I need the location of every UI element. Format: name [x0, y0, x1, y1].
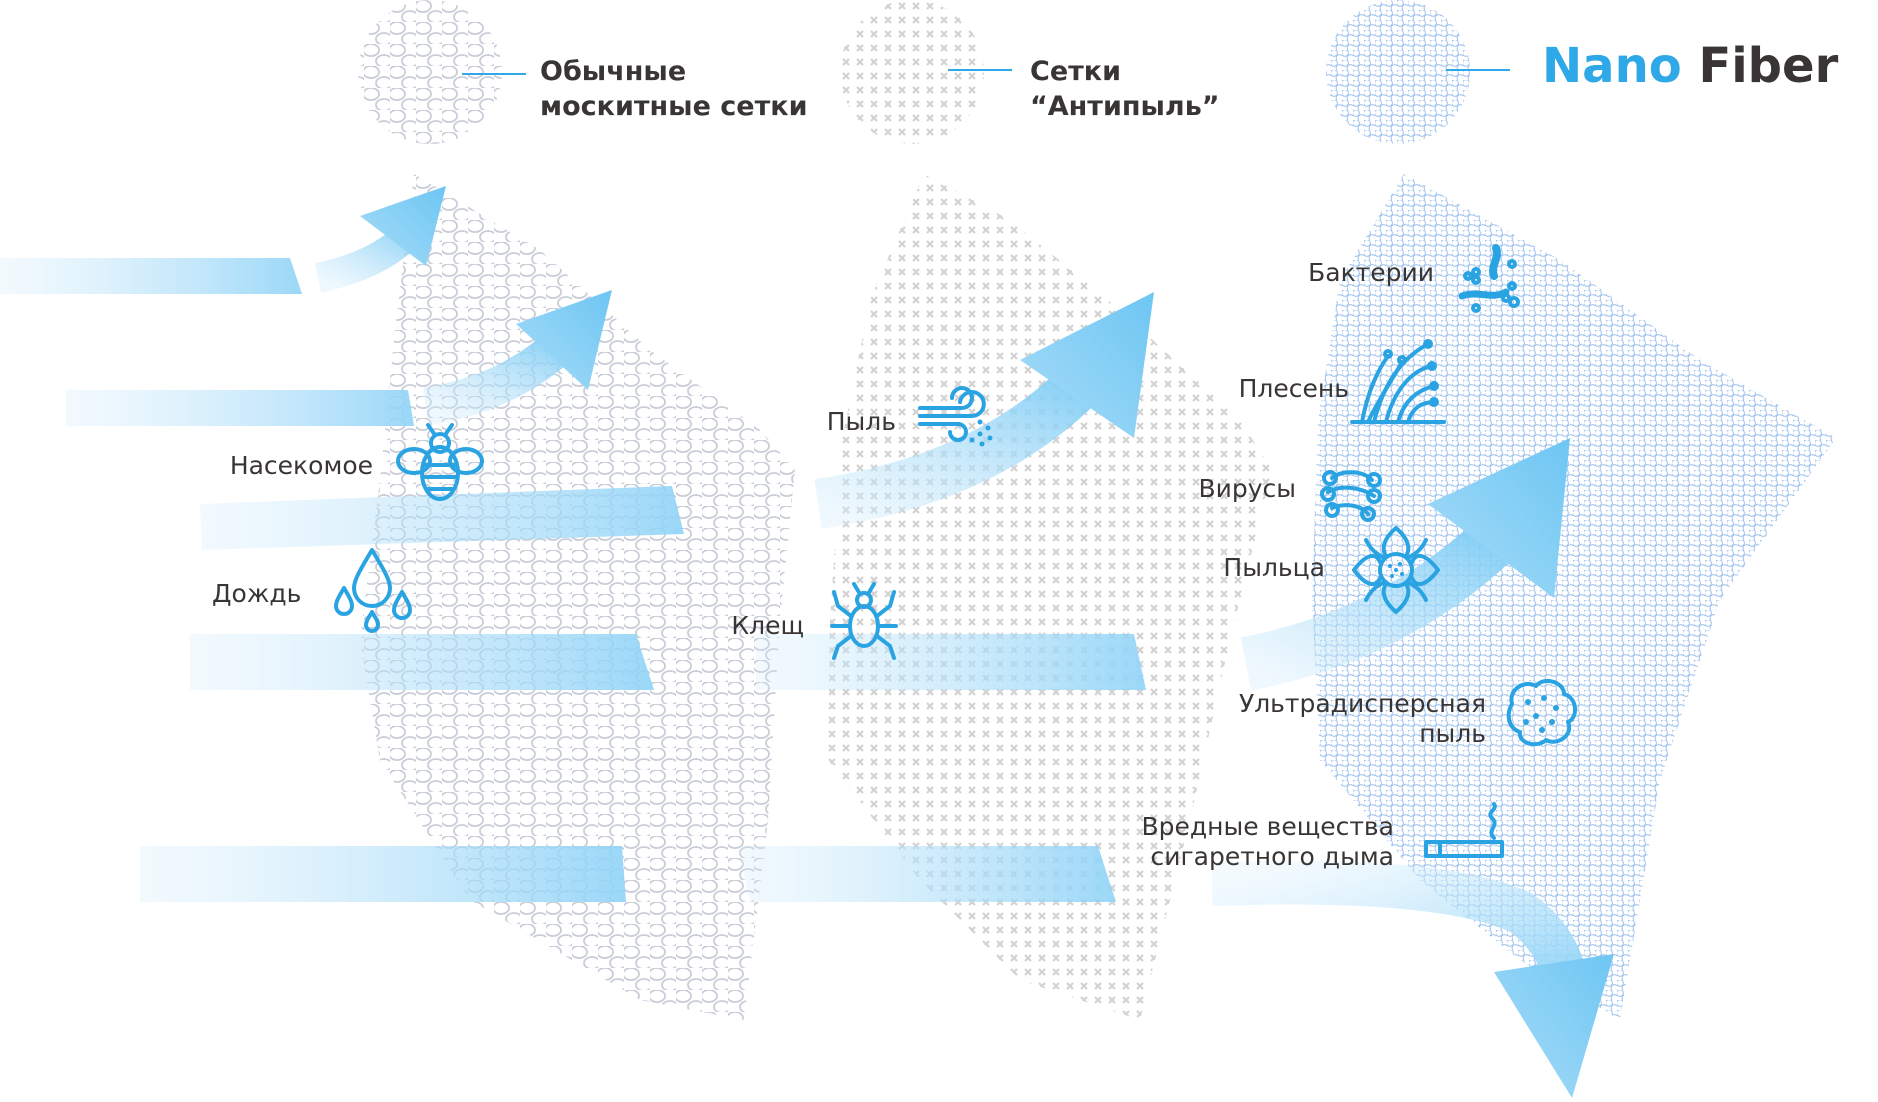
arrow-antidust-pass-2	[756, 634, 1146, 690]
arrow-antidust-curve	[814, 292, 1154, 529]
legend-regular-net: Обычные москитные сетки	[540, 54, 808, 124]
arrow-regular-1	[0, 186, 446, 294]
dust-wind-icon	[918, 386, 993, 447]
label-smoke-1: Вредные вещества	[1141, 812, 1394, 841]
label-rain: Дождь	[212, 579, 301, 608]
bee-icon	[396, 423, 484, 501]
cigarette-smoke-icon	[1424, 802, 1504, 858]
arrow-antidust-pass-1	[738, 846, 1116, 902]
label-insect: Насекомое	[230, 451, 373, 480]
legend-antidust-net: Сетки “Антипыль”	[1030, 54, 1220, 124]
antidust-net-swatch	[840, 0, 984, 144]
legend-antidust-line1: Сетки	[1030, 56, 1122, 87]
antidust-net-sheet	[828, 174, 1272, 1020]
label-ultrafine-1: Ультрадисперсная	[1239, 689, 1486, 718]
legend-regular-line2: москитные сетки	[540, 91, 808, 122]
arrow-regular-4	[190, 634, 654, 690]
arrow-regular-2	[66, 290, 612, 426]
legend-antidust-line2: “Антипыль”	[1030, 91, 1220, 122]
nano-fiber-swatch	[1326, 0, 1470, 144]
brand-nano: Nano	[1542, 38, 1682, 94]
regular-net-swatch	[358, 0, 502, 144]
label-mold: Плесень	[1239, 374, 1349, 403]
arrow-smoke-curve	[1211, 860, 1614, 1098]
mold-icon	[1350, 339, 1446, 424]
rain-drops-icon	[334, 548, 412, 633]
arrow-nano-curve	[1240, 438, 1570, 691]
pollen-flower-icon	[1352, 526, 1440, 614]
label-bacteria: Бактерии	[1308, 258, 1434, 287]
label-pollen: Пыльца	[1223, 553, 1325, 582]
label-dust: Пыль	[827, 407, 896, 436]
bacteria-icon	[1458, 244, 1520, 313]
label-tick: Клещ	[731, 611, 804, 640]
virus-icon	[1320, 470, 1382, 522]
label-viruses: Вирусы	[1198, 474, 1296, 503]
brand-fiber: Fiber	[1698, 38, 1839, 94]
brand-nano-fiber: Nano Fiber	[1542, 38, 1838, 94]
ultrafine-dust-icon	[1506, 678, 1577, 747]
label-smoke-2: сигаретного дыма	[1151, 842, 1394, 871]
arrow-regular-5	[140, 846, 626, 902]
legend-regular-line1: Обычные	[540, 56, 687, 87]
arrow-regular-3	[200, 486, 684, 550]
label-ultrafine-2: пыль	[1419, 719, 1486, 748]
tick-mite-icon	[830, 582, 898, 660]
nano-fiber-sheet	[1312, 174, 1836, 1020]
